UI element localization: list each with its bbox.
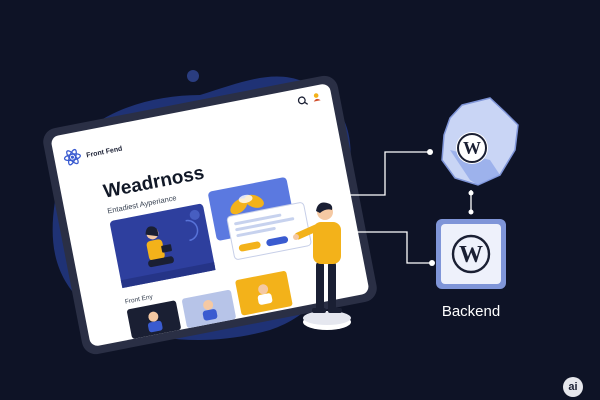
connector-dot — [468, 190, 474, 196]
wordpress-logo-icon: W — [457, 133, 487, 163]
user-icon[interactable] — [312, 93, 321, 102]
thumbnail-card-2[interactable] — [182, 289, 237, 328]
backend-label: Backend — [441, 303, 501, 320]
popup-card[interactable] — [226, 202, 312, 260]
svg-text:W: W — [463, 138, 481, 158]
connector-dot — [429, 260, 435, 266]
hero-image-card[interactable] — [109, 203, 216, 289]
tablet-device: Front Fend Weadrnoss Entadiest Ayperianc… — [43, 75, 377, 355]
svg-text:W: W — [459, 242, 483, 268]
connector-dot — [427, 149, 433, 155]
woman-figure — [145, 226, 174, 268]
search-icon[interactable] — [297, 96, 309, 106]
decor-dot — [187, 70, 199, 82]
connector-dot — [468, 209, 474, 215]
ai-badge: ai — [563, 377, 583, 397]
wordpress-logo-icon: W — [451, 234, 491, 274]
wordpress-cloud-node: W — [441, 97, 519, 186]
popup-primary-button[interactable] — [238, 241, 261, 252]
backend-node[interactable]: W — [436, 219, 506, 289]
popup-secondary-button[interactable] — [266, 236, 289, 247]
thumbnail-card-3[interactable] — [235, 271, 293, 316]
react-logo-icon — [63, 148, 81, 166]
thumbnail-card-1[interactable] — [127, 300, 182, 339]
man-figure — [293, 202, 351, 330]
